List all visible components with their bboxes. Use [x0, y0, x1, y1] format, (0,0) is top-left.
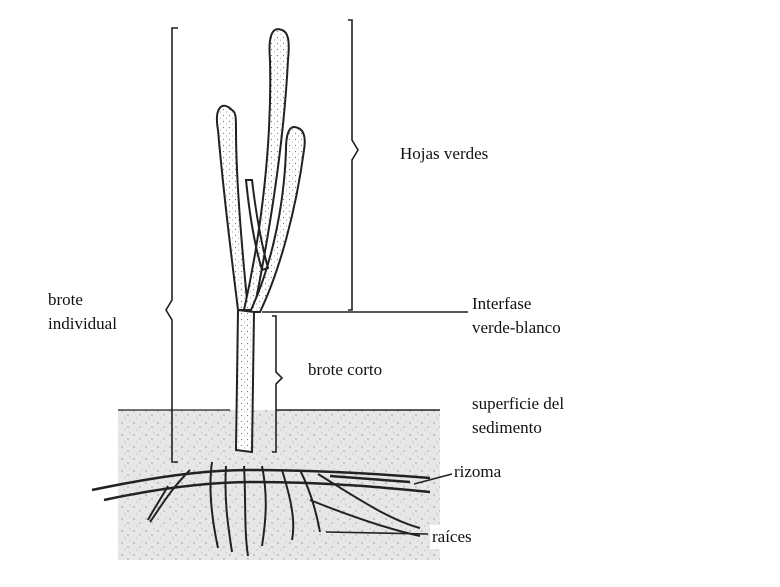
label-superficie-line1: superficie del	[472, 392, 564, 416]
label-superficie-line2: sedimento	[472, 416, 564, 440]
label-brote-corto: brote corto	[306, 358, 384, 382]
label-hojas-verdes: Hojas verdes	[398, 142, 490, 166]
label-raices: raíces	[430, 525, 474, 549]
label-brote-individual: brote individual	[46, 288, 119, 336]
sediment-layer	[118, 410, 440, 560]
short-shoot	[236, 310, 254, 452]
label-brote-individual-line1: brote	[48, 288, 117, 312]
label-rizoma: rizoma	[452, 460, 503, 484]
label-interfase-line2: verde-blanco	[472, 316, 561, 340]
label-interfase-line1: Interfase	[472, 292, 561, 316]
label-superficie-sedimento: superficie del sedimento	[470, 392, 566, 440]
label-brote-individual-line2: individual	[48, 312, 117, 336]
label-interfase: Interfase verde-blanco	[470, 292, 563, 340]
